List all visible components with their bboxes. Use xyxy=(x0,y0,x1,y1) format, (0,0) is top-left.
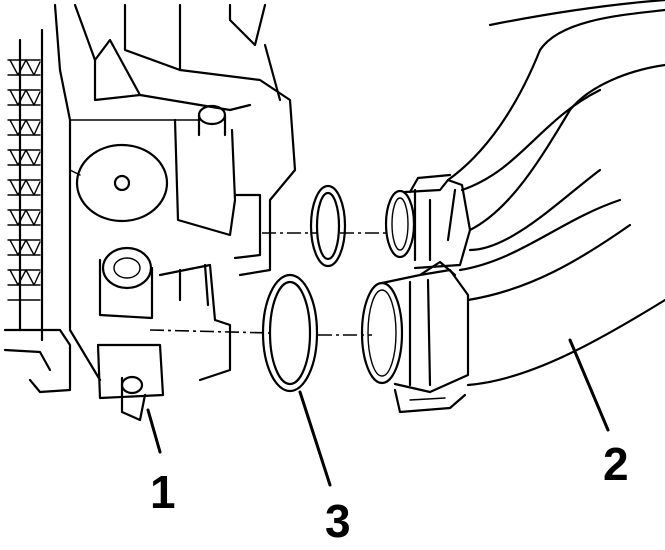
seal-ring-lower xyxy=(261,273,319,393)
radiator-side-tank xyxy=(53,3,297,422)
callout-label-1: 1 xyxy=(150,466,176,518)
callout-label-3: 3 xyxy=(325,495,351,547)
coolant-hoses xyxy=(446,0,665,387)
seal-ring-upper xyxy=(309,184,347,268)
leader-2 xyxy=(568,338,610,432)
callout-label-2: 2 xyxy=(603,438,629,490)
callout-leaders xyxy=(146,338,610,487)
radiator-core xyxy=(3,28,72,394)
leader-3 xyxy=(298,390,332,487)
hose-connector-upper xyxy=(384,173,472,270)
hose-connector-lower xyxy=(360,260,470,414)
leader-1 xyxy=(146,408,162,454)
